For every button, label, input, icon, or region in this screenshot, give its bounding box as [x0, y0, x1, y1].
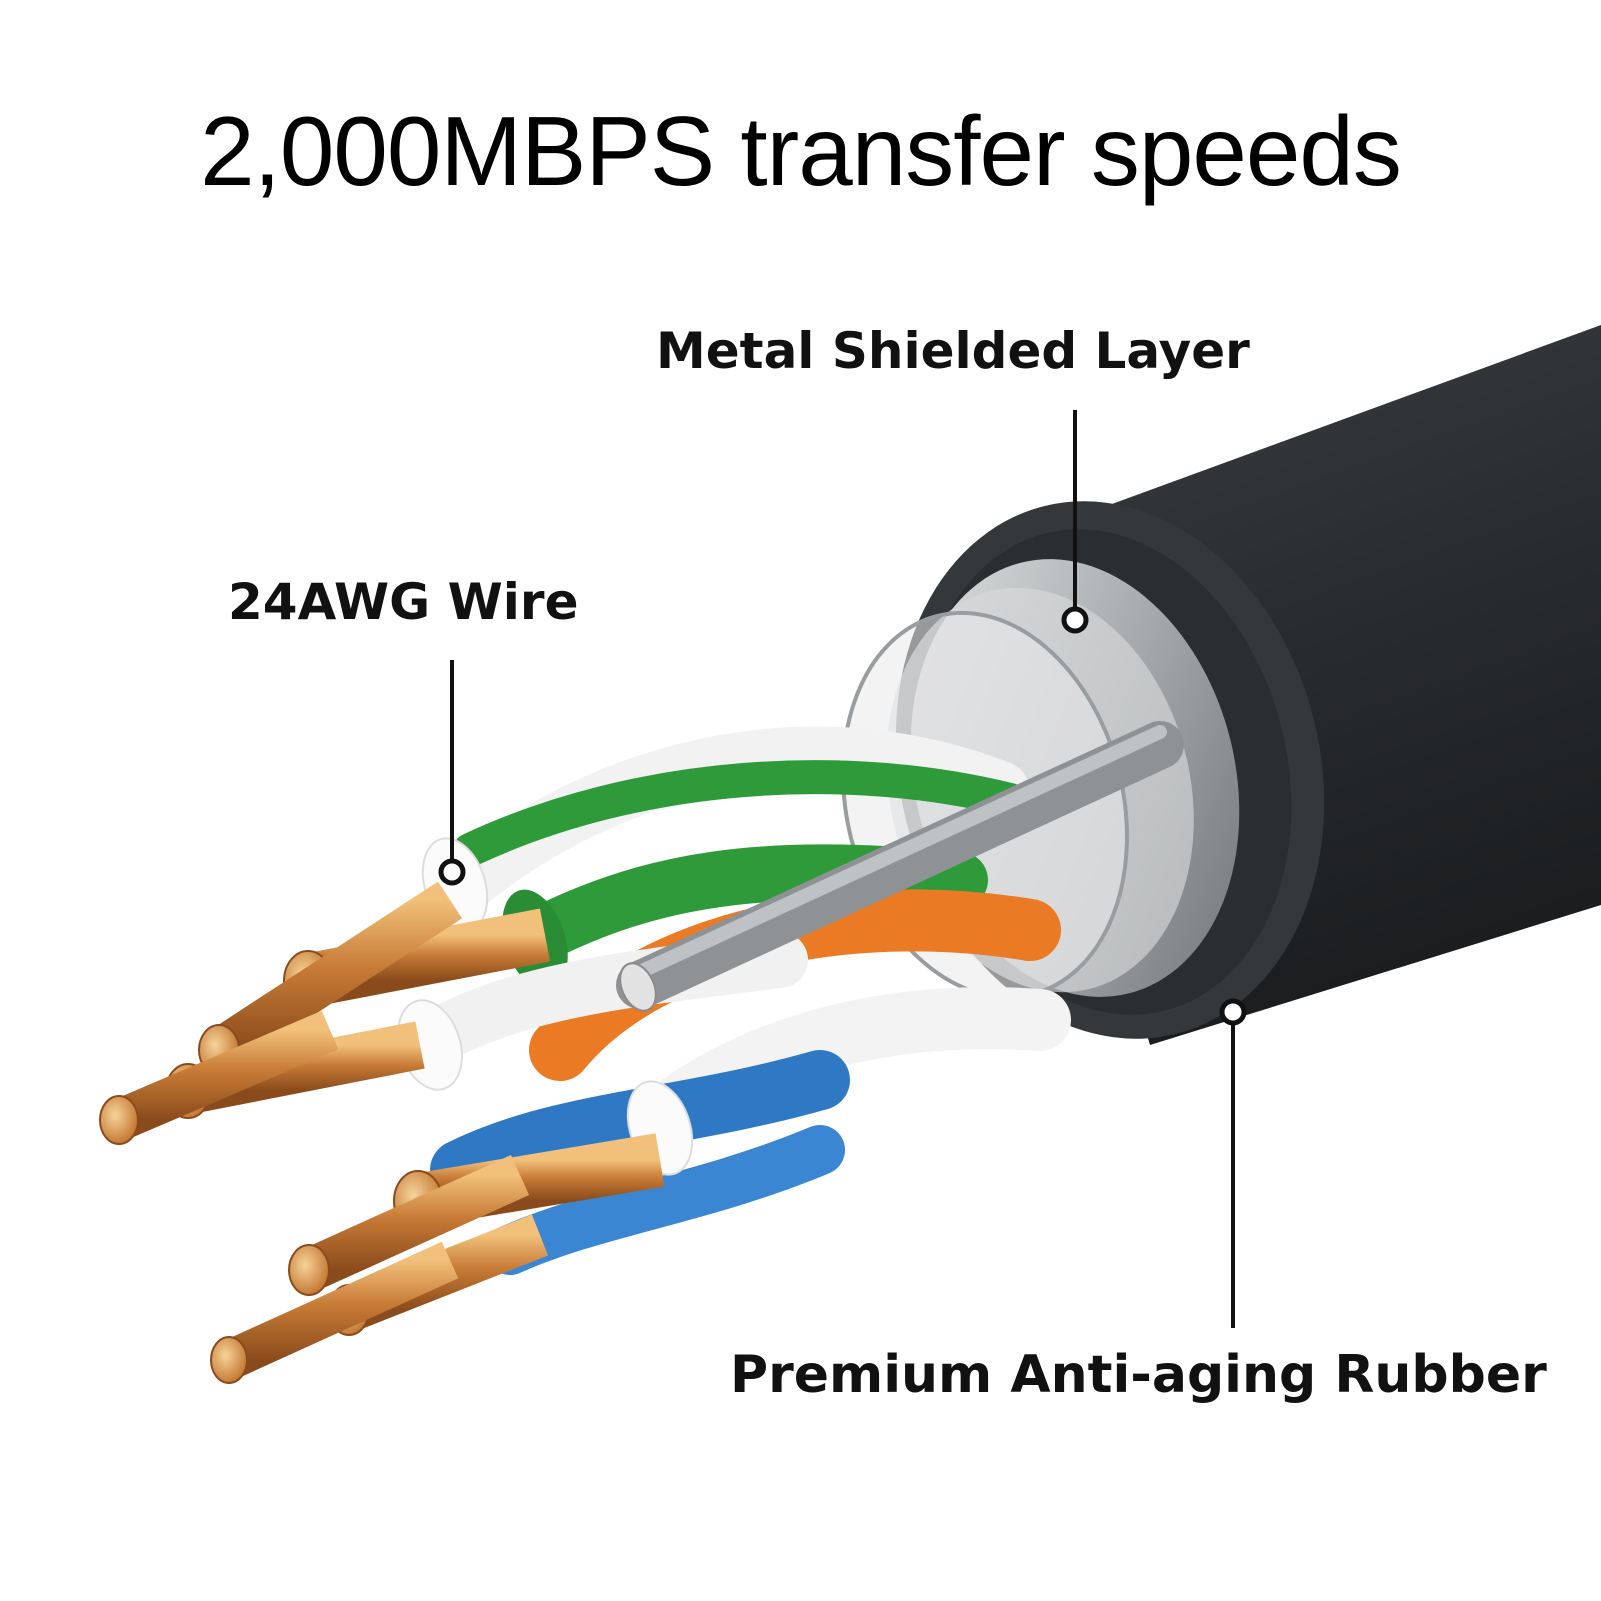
- drain-wire: [616, 721, 1184, 1012]
- leader-lines: [438, 410, 1247, 1328]
- headline: 2,000MBPS transfer speeds: [200, 96, 1402, 206]
- shield-leader-dot-icon: [1061, 606, 1089, 634]
- anti-aging-rubber-label: Premium Anti-aging Rubber: [730, 1345, 1547, 1405]
- rubber-leader-dot-icon: [1219, 998, 1247, 1026]
- awg-wire-label: 24AWG Wire: [228, 573, 579, 631]
- wire-leader-dot-icon: [438, 858, 466, 886]
- copper-conductors: [99, 881, 665, 1384]
- metal-shielded-layer-label: Metal Shielded Layer: [656, 322, 1250, 380]
